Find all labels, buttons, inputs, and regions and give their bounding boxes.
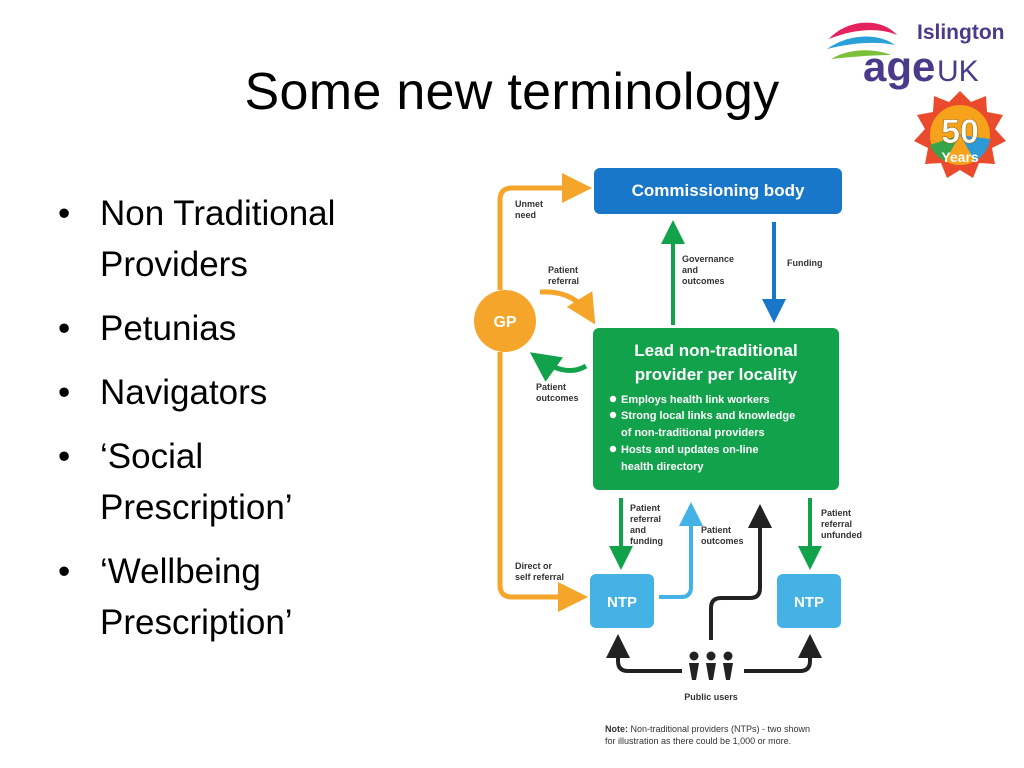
logo-uk: UK <box>937 55 979 88</box>
logo-place: Islington <box>917 21 1005 44</box>
lead-provider-box <box>593 328 839 490</box>
public-users-icon <box>689 651 733 680</box>
lead-provider-title-1: Lead non-traditional <box>634 341 797 360</box>
gp-label: GP <box>493 314 516 331</box>
bullet-item: Petunias <box>52 303 412 354</box>
badge-wedge-green <box>930 135 960 161</box>
fifty-years-badge: 50 Years <box>914 91 1006 178</box>
ntp-right-label: NTP <box>794 594 824 611</box>
age-uk-logo: Islington age UK 50 Years <box>827 21 1006 178</box>
logo-swoosh-green <box>831 50 891 59</box>
lead-bullet-1: Employs health link workers <box>621 394 770 406</box>
slide-title: Some new terminology <box>244 63 780 121</box>
commissioning-body-box <box>594 168 842 214</box>
logo-swoosh-red <box>829 22 897 39</box>
public-to-ntp-left-arrow <box>606 634 682 673</box>
commissioning-body-label: Commissioning body <box>632 181 805 200</box>
ntp-right-box <box>777 574 841 628</box>
bullet-item: Navigators <box>52 367 412 418</box>
ntp-left-label: NTP <box>607 594 637 611</box>
public-users-arrow <box>709 504 772 640</box>
ntp-outcomes-arrow <box>659 502 703 599</box>
badge-wedge-blue <box>960 135 990 161</box>
logo-age: age <box>863 43 935 90</box>
logo-swoosh-blue <box>827 36 895 49</box>
gp-circle <box>474 290 536 352</box>
direct-referral-arrow <box>497 352 588 612</box>
badge-word: Years <box>941 149 979 165</box>
lead-provider-title-2: provider per locality <box>635 365 798 384</box>
badge-number: 50 <box>941 113 979 151</box>
lead-bullet-dot <box>609 411 617 419</box>
funding-label: Funding <box>787 258 823 268</box>
lead-bullet-dot <box>609 395 617 403</box>
unmet-need-arrow <box>497 173 592 290</box>
public-users-label: Public users <box>684 692 738 702</box>
diagram-note: Note: Non-traditional providers (NTPs) -… <box>605 724 813 746</box>
public-to-ntp-right-arrow <box>744 634 822 673</box>
lead-bullet-dot <box>609 445 617 453</box>
gp-outcomes-arrow <box>529 352 588 382</box>
ntp-left-box <box>590 574 654 628</box>
gp-referral-arrow <box>539 289 596 325</box>
